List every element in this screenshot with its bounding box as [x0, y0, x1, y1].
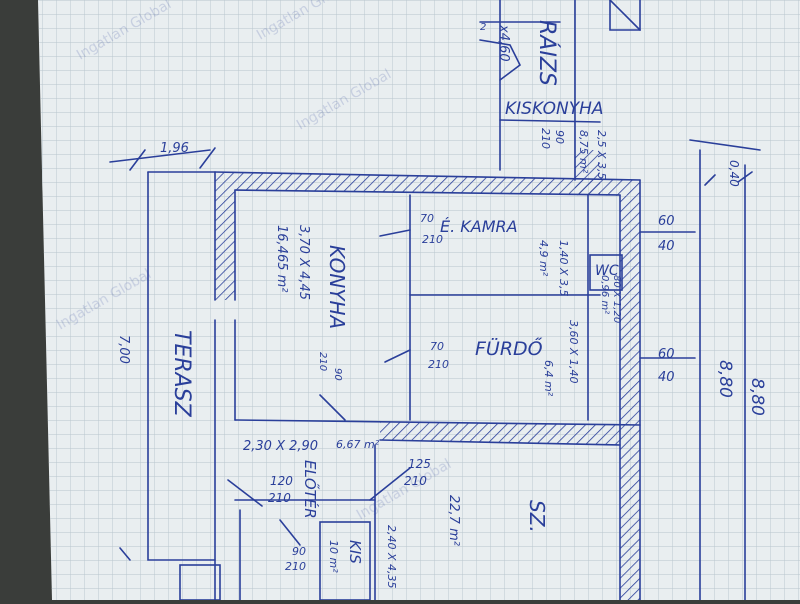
kis-dims: 2,40 X 4,35: [385, 525, 398, 589]
door-c-w: 90: [292, 545, 306, 558]
door-kamra-h: 210: [422, 233, 443, 246]
dim-1: 8,80: [715, 360, 735, 398]
kiskonyha-door-h: 210: [539, 128, 552, 149]
top-room-door: [479, 39, 522, 81]
kiskonyha-label: KISKONYHA: [505, 99, 604, 119]
top-right-box: [609, 0, 641, 31]
door-furdo-w: 70: [430, 340, 444, 353]
top-room-area: 2: [480, 22, 486, 33]
terrace-tick: [119, 547, 131, 561]
furdo-area: 6,4 m²: [542, 360, 555, 397]
furdo-label: FÜRDŐ: [475, 336, 543, 360]
wc-area: 0,96 m²: [599, 275, 610, 314]
door-kamra-w: 70: [420, 212, 434, 225]
window-top-h: 40: [658, 239, 675, 254]
door-sz-leaf: [369, 467, 411, 501]
left-dim-line: [109, 149, 211, 163]
dim-tick-2: [737, 171, 753, 183]
dim-tick-1: [704, 174, 716, 186]
konyha-dims: 3,70 X 4,45: [296, 225, 311, 300]
left-dim-tick-1: [129, 149, 146, 171]
door-furdo-h: 210: [428, 358, 449, 371]
door-eloter-leaf: [227, 479, 263, 507]
top-right-diag: [609, 0, 641, 31]
konyha-label: KONYHA: [325, 245, 349, 329]
top-room-dims: x4,60: [496, 24, 511, 62]
mid-wall-top: [234, 419, 641, 426]
kiskonyha-area: 8,75 m²: [577, 130, 590, 174]
kamra-area: 4,9 m²: [537, 240, 550, 277]
wc-dims: 80 X 1,20: [611, 275, 622, 323]
hatch-mid-wall: [380, 422, 620, 445]
kamra-dims: 1,40 X 3,5: [557, 240, 570, 297]
terasz-label: TERASZ: [169, 330, 194, 418]
room-labels: RÁIZS x4,60 2 KISKONYHA 2,5 X 3,5 8,75 m…: [116, 20, 767, 589]
kiskonyha-dims: 2,5 X 3,5: [595, 130, 608, 180]
hatch-top-corner: [575, 150, 600, 195]
konyha-area: 16,465 m²: [274, 225, 289, 293]
eloter-area: 6,67 m²: [336, 438, 380, 451]
door-c-h: 210: [285, 560, 306, 573]
paper-grid: [38, 0, 800, 600]
furdo-dims: 3,60 X 1,40: [567, 320, 580, 384]
wc-label: WC: [595, 263, 619, 279]
left-dim-tick-2: [199, 147, 216, 169]
sz-area: 22,7 m²: [446, 495, 461, 546]
kis-room-label: KIS: [346, 540, 364, 564]
top-room-label: RÁIZS: [534, 20, 560, 86]
left-width-label: 1,96: [160, 141, 189, 156]
eloter-dims: 2,30 X 2,90: [243, 439, 318, 454]
door-furdo-leaf: [384, 349, 411, 363]
door-kamra-leaf: [379, 229, 411, 237]
hatch-top-wall: [215, 172, 640, 196]
kamra-label: É. KAMRA: [440, 217, 518, 236]
hatched-walls: [215, 150, 640, 600]
terrace-outline: [147, 171, 216, 561]
hatch-left-wall: [215, 190, 235, 300]
konyha-door-h: 210: [317, 352, 328, 371]
hatch-right-wall: [620, 196, 640, 600]
door-a-w: 120: [270, 474, 293, 488]
kis-area: 10 m²: [327, 540, 340, 573]
door-konyha-leaf: [319, 394, 346, 421]
window-top-w: 60: [658, 214, 675, 229]
dim-0: 0,40: [727, 160, 741, 187]
dim-2: 8,80: [747, 378, 767, 416]
eloter-label: ELŐTÉR: [301, 460, 321, 519]
window-bottom-w: 60: [658, 347, 675, 362]
door-a-h: 210: [268, 491, 291, 505]
door-b-w: 125: [408, 457, 431, 471]
dim-top-line: [689, 139, 761, 151]
kiskonyha-top-line: [499, 119, 601, 123]
window-bottom-h: 40: [658, 370, 675, 385]
kiskonyha-door-w: 90: [553, 130, 566, 144]
terasz-len: 7,00: [116, 335, 131, 364]
door-kis-leaf: [279, 519, 301, 546]
konyha-door-w: 90: [332, 368, 343, 381]
sz-room-label: SZ.: [525, 500, 549, 533]
door-b-h: 210: [404, 474, 427, 488]
